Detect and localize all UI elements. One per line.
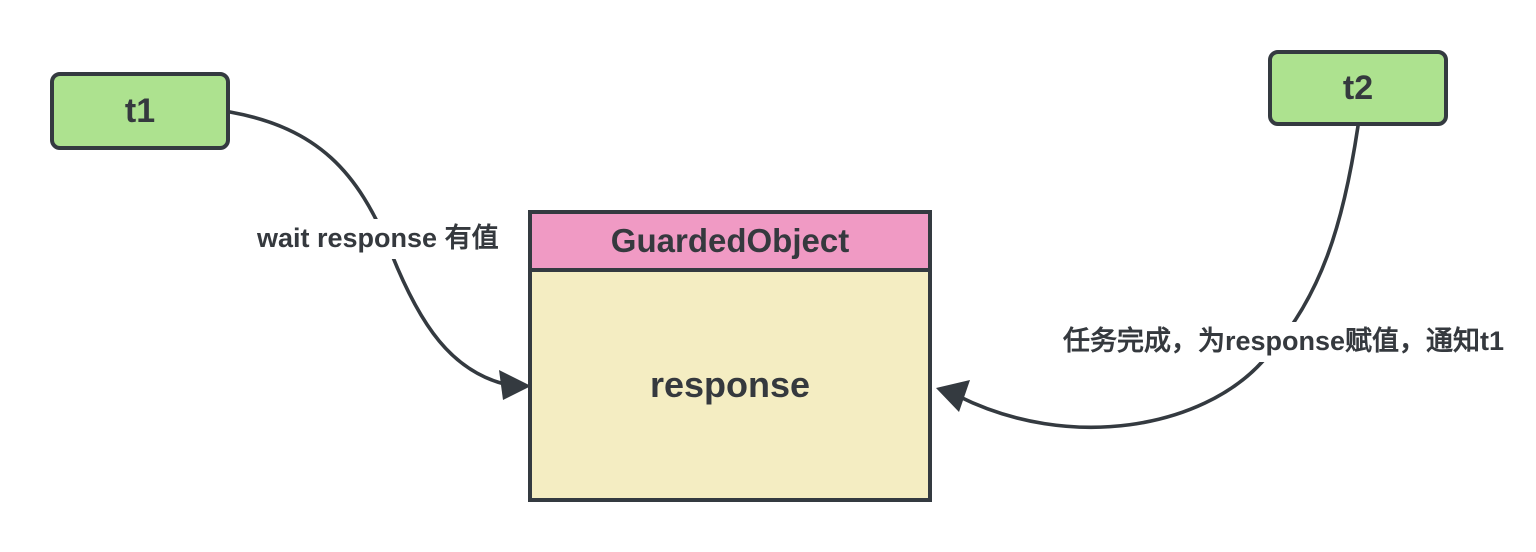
guarded-object-box: GuardedObject response [528,210,932,502]
guarded-object-field-response: response [649,364,811,405]
edge-label-task-complete: 任务完成，为response赋值，通知t1 [1056,322,1512,362]
edge-label-wait-response: wait response 有值 [250,219,506,259]
guarded-object-header: GuardedObject [532,214,928,272]
guarded-object-title: GuardedObject [610,222,850,259]
guarded-object-body: response [532,272,928,498]
edge-t2-arrowhead-icon [936,380,970,412]
edge-t2-to-guardedobject [956,124,1360,430]
node-t1-label: t1 [124,91,156,130]
edge-t1-arrowhead-icon [499,370,531,400]
node-t2: t2 [1268,50,1448,126]
node-t2-label: t2 [1342,68,1374,107]
node-t1: t1 [50,72,230,150]
